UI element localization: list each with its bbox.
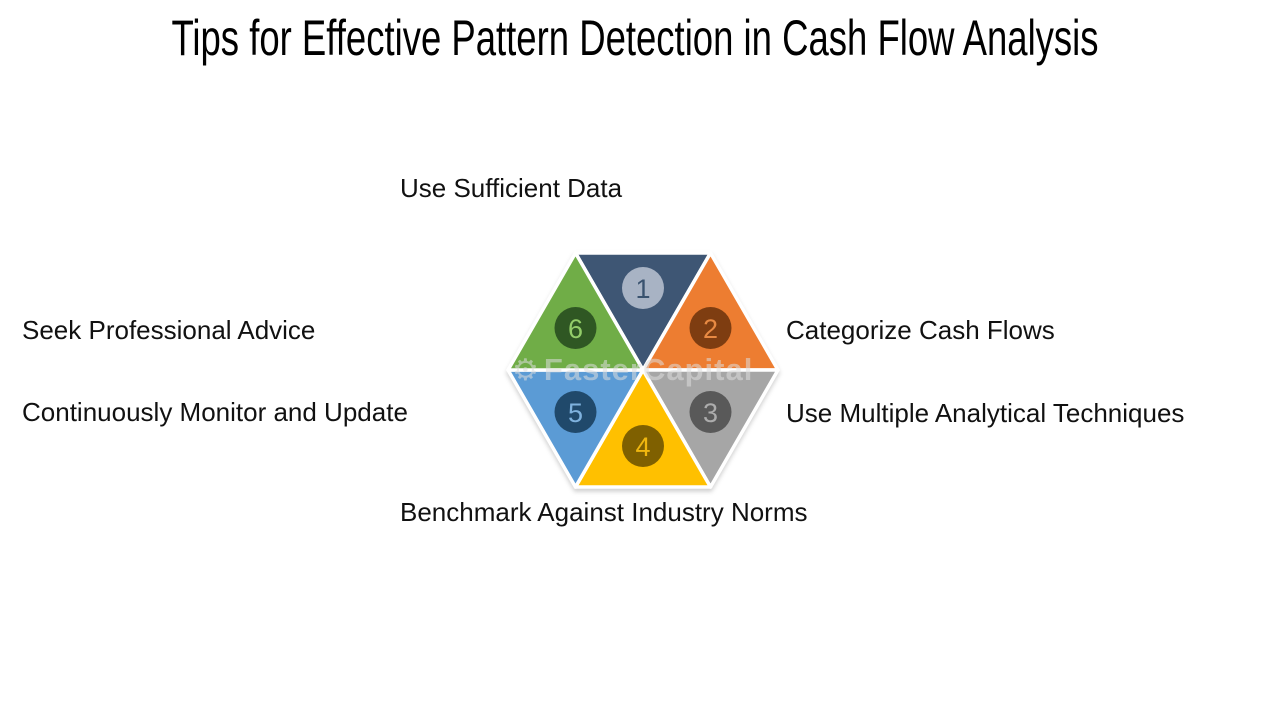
segment-number-2: 2 <box>703 314 718 344</box>
segment-number-1: 1 <box>635 274 650 304</box>
segment-number-5: 5 <box>568 398 583 428</box>
hexagon-diagram: 1 2 3 4 5 6 <box>506 251 780 489</box>
segment-number-4: 4 <box>635 432 650 462</box>
segment-label-4: Benchmark Against Industry Norms <box>400 497 808 527</box>
segment-number-6: 6 <box>568 314 583 344</box>
segment-badge-3 <box>689 391 732 433</box>
segment-number-3: 3 <box>703 398 718 428</box>
page-title: Tips for Effective Pattern Detection in … <box>0 10 1242 66</box>
segment-badge-2 <box>689 307 732 349</box>
segment-label-3: Use Multiple Analytical Techniques <box>786 398 1185 428</box>
segment-label-2: Categorize Cash Flows <box>786 315 1055 345</box>
segment-badge-6 <box>554 307 597 349</box>
segment-label-5: Continuously Monitor and Update <box>22 397 408 427</box>
segment-badge-5 <box>554 391 597 433</box>
segment-badge-1 <box>622 267 664 309</box>
page-title-text: Tips for Effective Pattern Detection in … <box>171 10 1099 66</box>
segment-label-6: Seek Professional Advice <box>22 315 316 345</box>
segment-label-1: Use Sufficient Data <box>400 173 623 203</box>
segment-badge-4 <box>622 425 664 467</box>
